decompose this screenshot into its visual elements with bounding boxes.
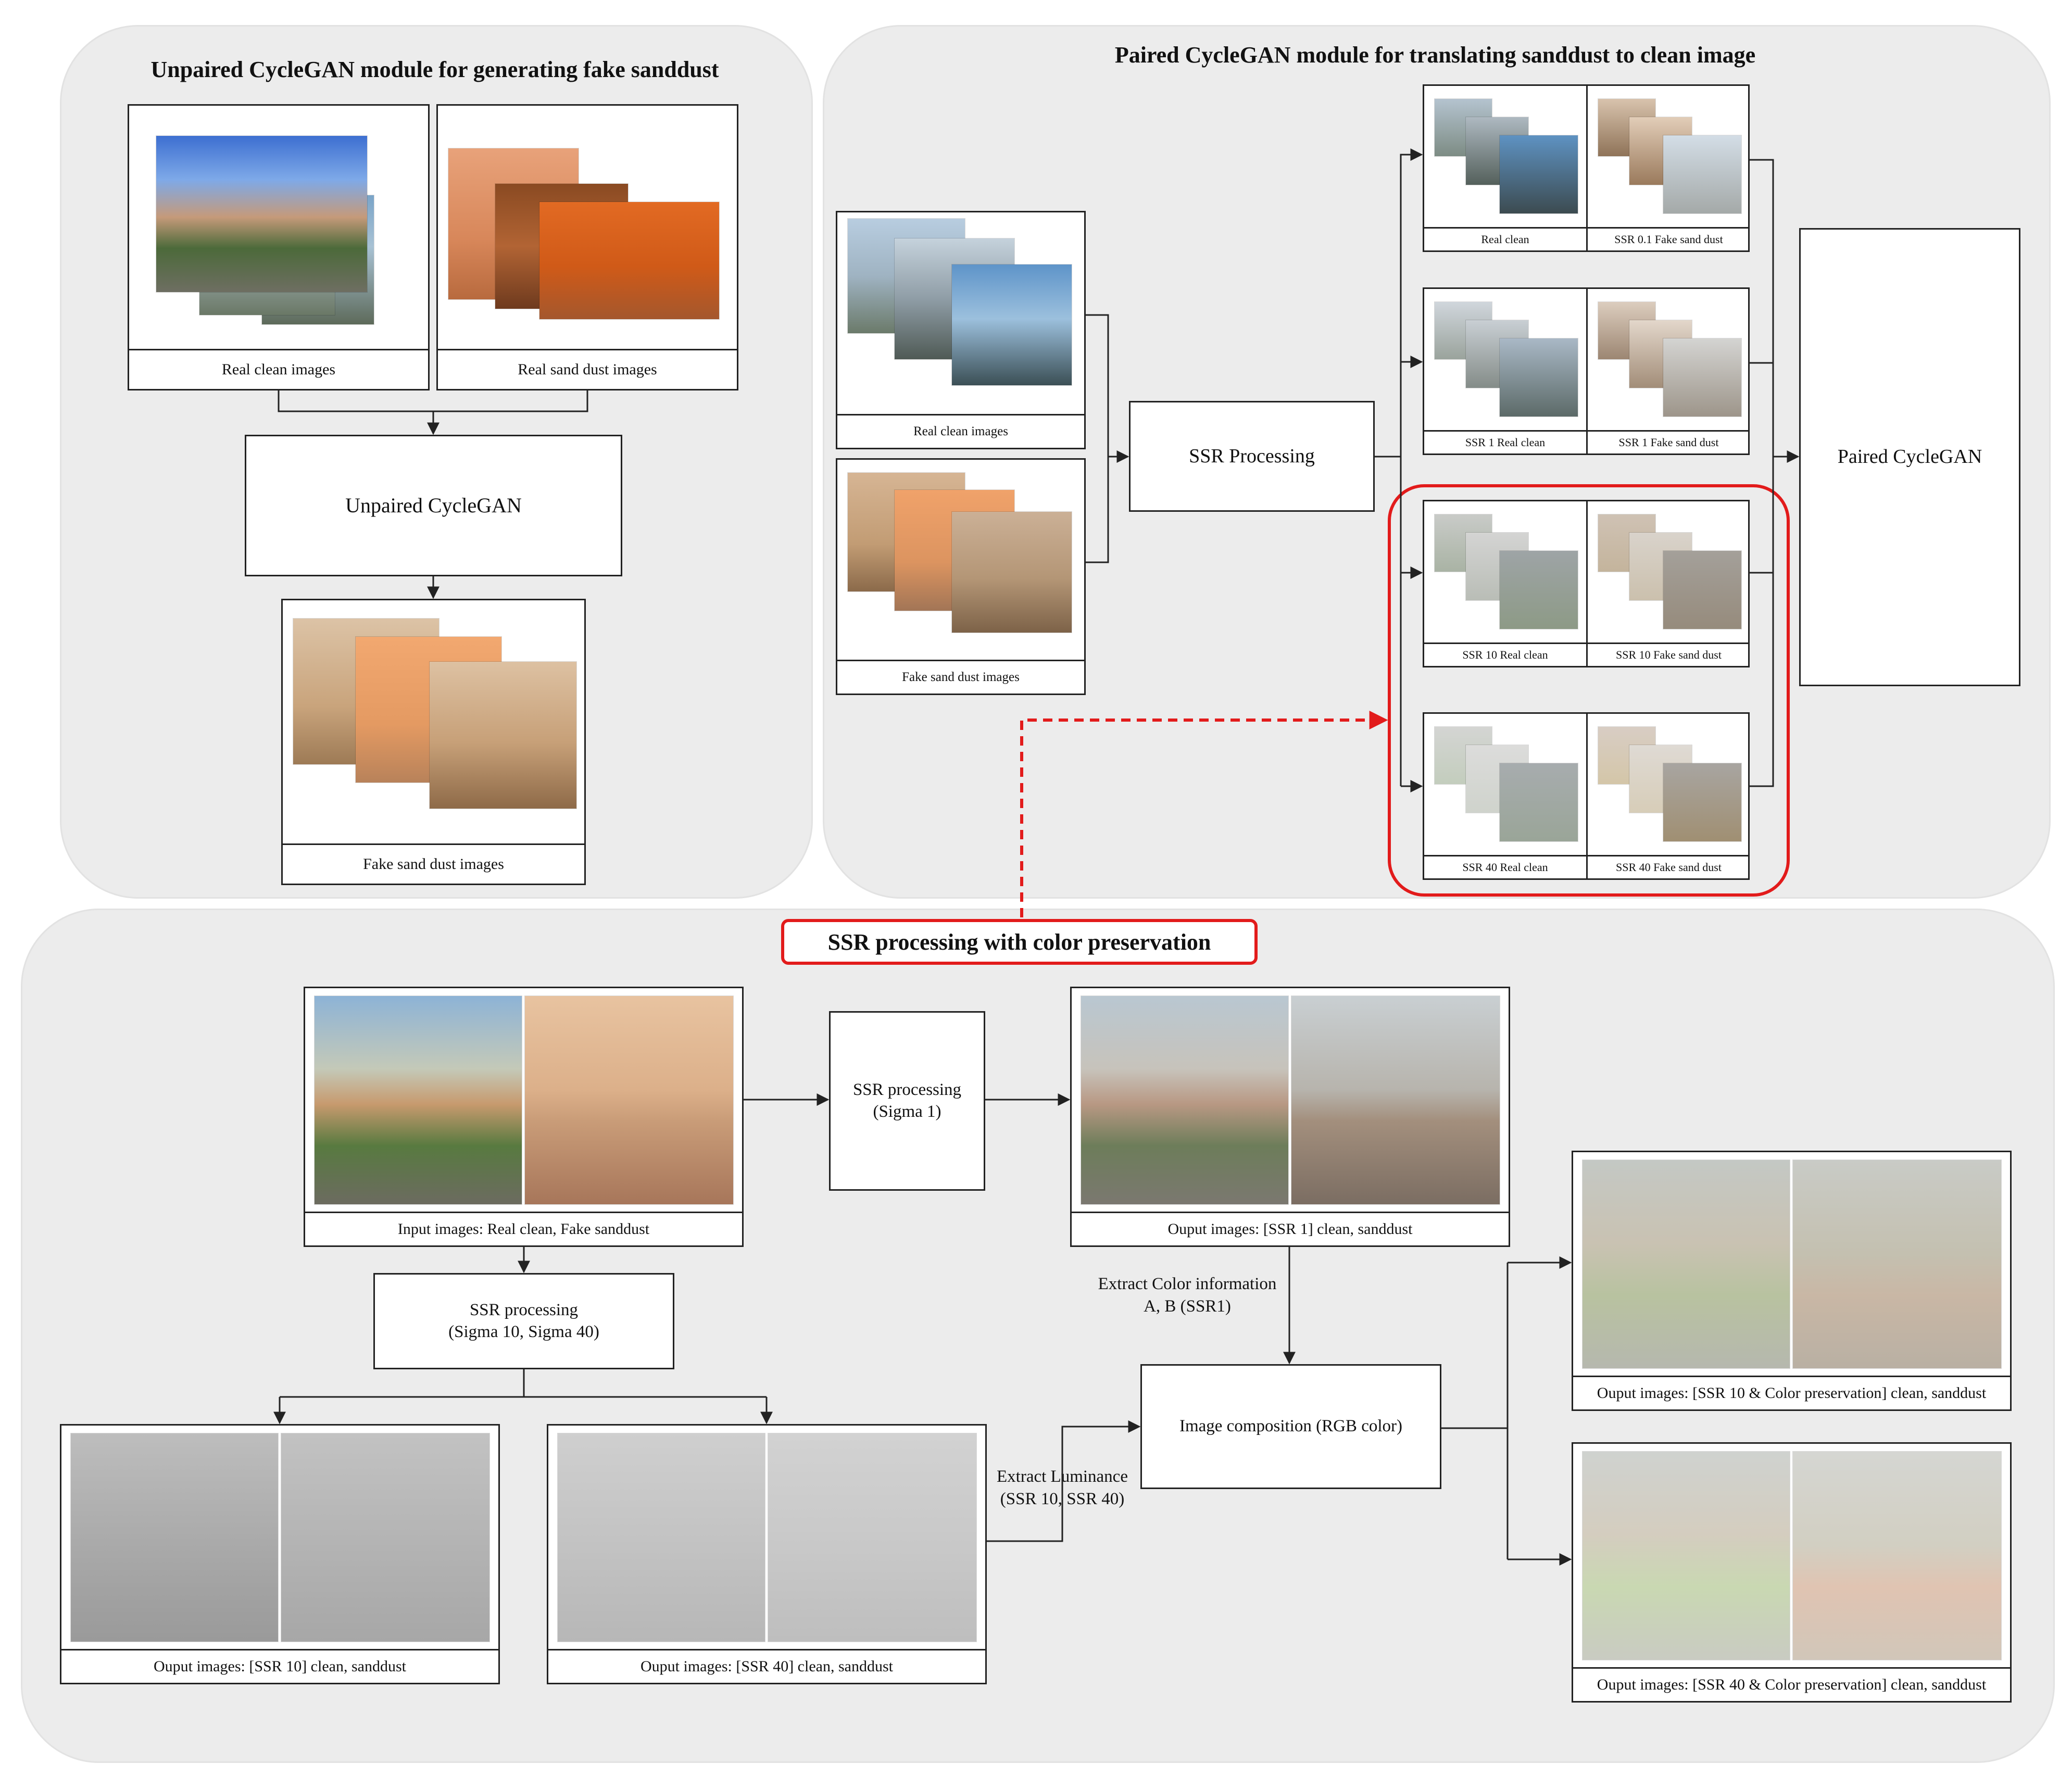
paired-clean-to-ssr: [1086, 315, 1108, 562]
ssr-fanout-trunk: [1401, 155, 1414, 457]
arrow-luminance-to-composition: [987, 1427, 1139, 1541]
sigma10-40-split-line: [280, 1369, 767, 1397]
unpaired-merge-line: [279, 390, 587, 411]
pairs-merge-line: [1750, 160, 1773, 786]
ssr-fanout-line: [1375, 457, 1401, 786]
red-dashed-link: [1022, 720, 1386, 917]
